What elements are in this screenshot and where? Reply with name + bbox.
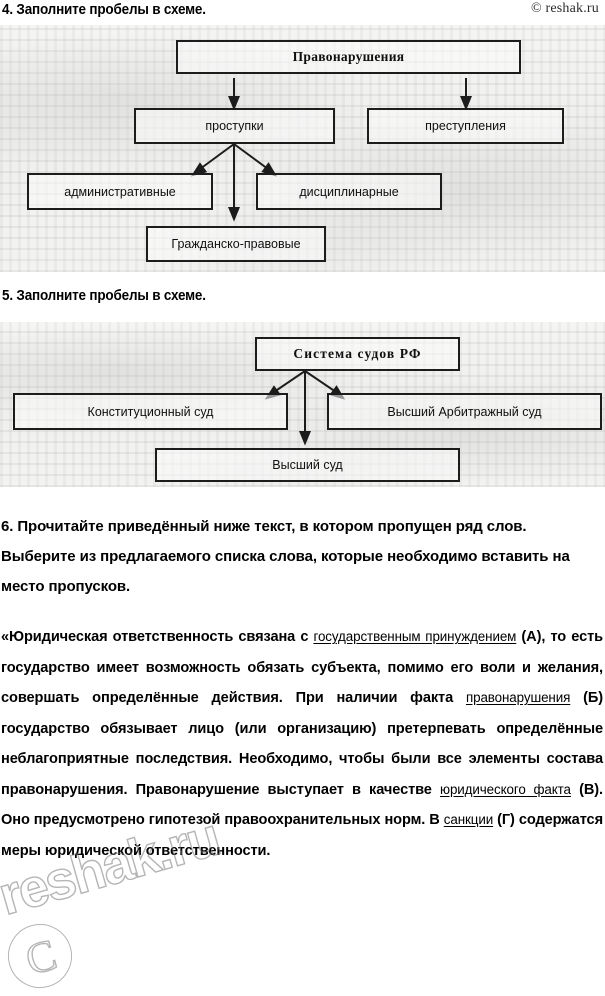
node-supreme-arbitration-court: Высший Арбитражный суд — [327, 393, 602, 430]
gap-answer-d: санкции — [443, 812, 494, 827]
diagram-offences-connectors — [190, 78, 472, 222]
question-5-heading: 5. Заполните пробелы в схеме. — [2, 288, 206, 304]
passage-part-1: «Юридическая ответственность связана с — [1, 629, 314, 645]
copyright-notice: © reshak.ru — [530, 1, 599, 16]
gap-label-a: (А) — [516, 629, 542, 645]
watermark-copyright-icon: C — [0, 916, 80, 996]
node-supreme-court: Высший суд — [155, 448, 460, 482]
node-misdemeanours: проступки — [134, 108, 335, 144]
gap-answer-a: государственным принуждением — [313, 629, 517, 644]
node-civil-law: Гражданско-правовые — [146, 226, 326, 262]
node-crimes: преступления — [367, 108, 564, 144]
question-6-passage: «Юридическая ответственность связана с г… — [1, 622, 603, 866]
node-constitutional-court: Конституционный суд — [13, 393, 288, 430]
question-6-heading: 6. Прочитайте приведённый ниже текст, в … — [1, 518, 570, 595]
node-offences-root: Правонарушения — [176, 40, 521, 74]
gap-label-d: (Г) — [493, 812, 515, 828]
passage-part-5: содержатся меры юридической ответственно… — [1, 812, 603, 859]
gap-answer-c: юридического факта — [440, 781, 571, 797]
site-watermark: reshak.ru C — [0, 806, 226, 996]
node-courts-root: Система судов РФ — [255, 337, 460, 371]
passage-part-4: . Оно предусмотрено гипотезой правоохран… — [1, 781, 604, 829]
gap-answer-b: правонарушения — [465, 690, 571, 705]
question-4-heading: 4. Заполните пробелы в схеме. — [2, 2, 206, 18]
gap-label-c: (В) — [570, 781, 600, 798]
node-administrative: административные — [27, 173, 213, 210]
gap-label-b: (Б) — [570, 690, 603, 706]
passage-part-2: , то есть государство имеет возможность … — [1, 629, 604, 706]
node-disciplinary: дисциплинарные — [256, 173, 442, 210]
passage-part-3: государство обязывает лицо (или организа… — [1, 720, 603, 798]
